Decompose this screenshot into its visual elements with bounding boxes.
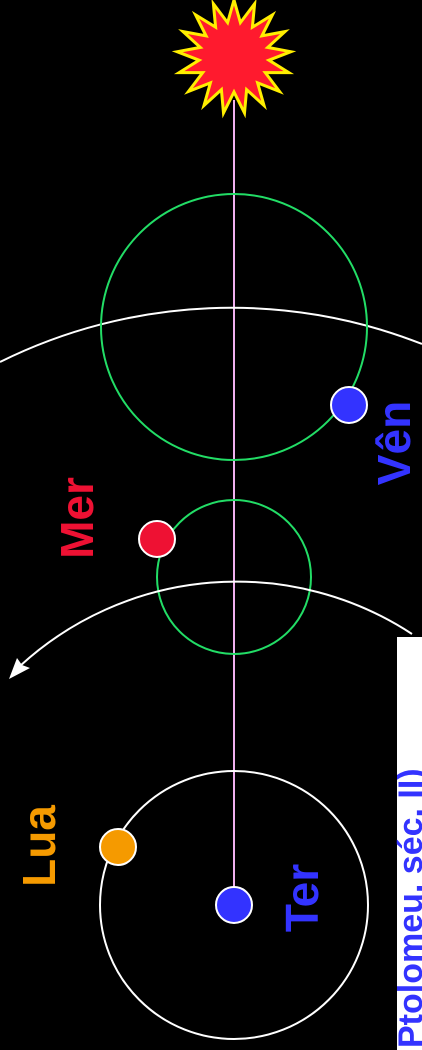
sun-icon [171,0,297,119]
mercury-label: Mer [51,477,103,559]
moon-body [99,828,137,866]
mercury-planet [138,520,176,558]
earth-planet [215,886,253,924]
venus-planet [330,386,368,424]
moon-orbit [99,770,369,1040]
moon-label: Lua [13,805,65,887]
caption-text: Ptolomeu, séc. II) [392,768,422,1048]
venus-epicycle [100,193,368,461]
earth-label: Ter [276,864,328,932]
venus-deferent-arc [0,306,422,363]
mercury-epicycle [156,499,312,655]
caption-box [397,637,422,1050]
venus-label: Vên [368,401,420,485]
arrowhead-icon [9,658,30,679]
mercury-deferent-arc [19,580,413,667]
